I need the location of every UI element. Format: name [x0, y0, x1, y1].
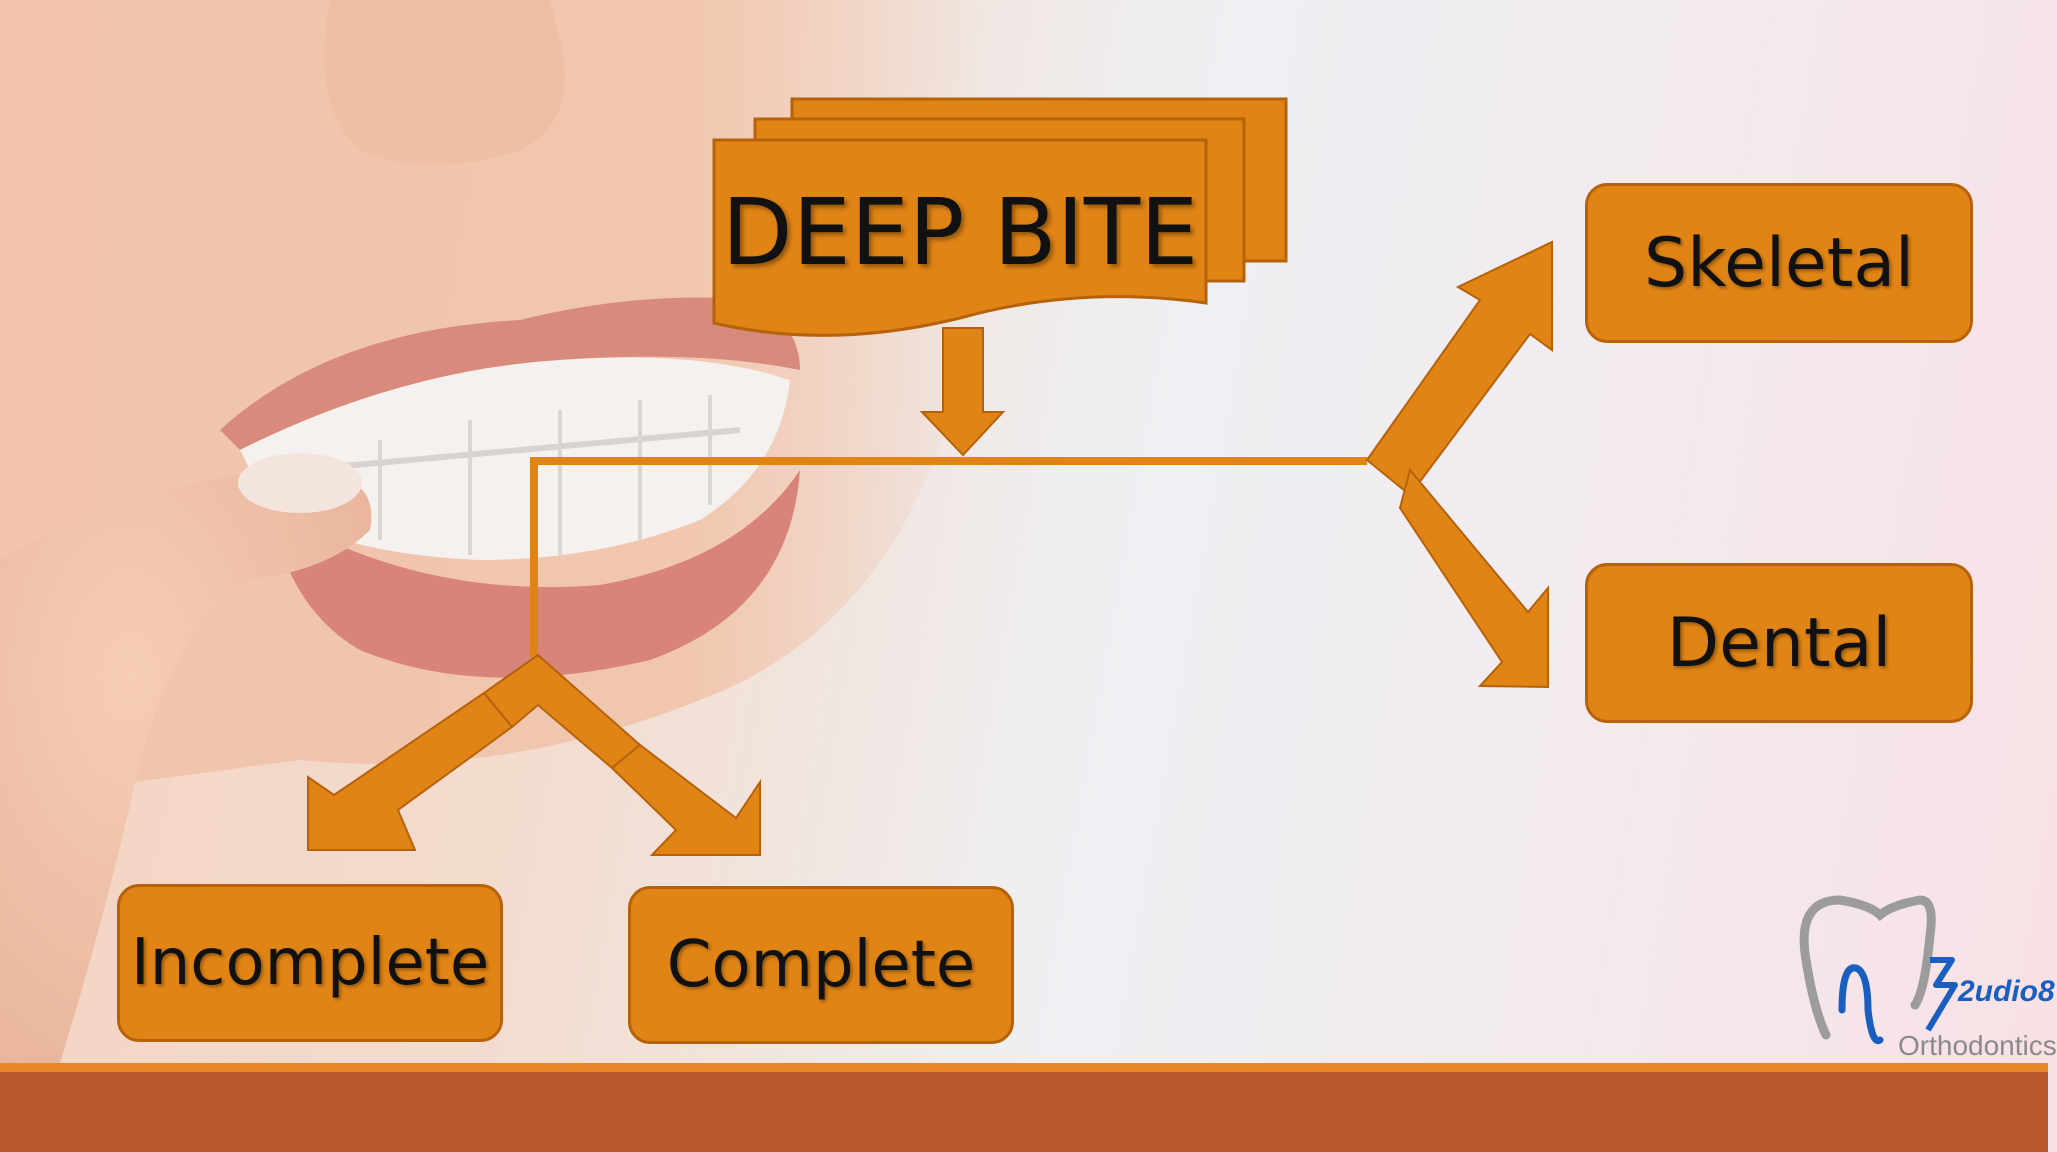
logo-mark: 2udio8	[1958, 975, 2055, 1008]
horizontal-connector	[530, 457, 1367, 465]
node-dental: Dental	[1585, 563, 1973, 723]
arrow-to-dental	[1398, 467, 1549, 689]
arrow-to-incomplete	[307, 691, 514, 851]
arrow-to-complete	[610, 743, 761, 856]
vertical-connector	[530, 457, 538, 657]
diagram-title: DEEP BITE	[721, 179, 1199, 286]
node-skeletal: Skeletal	[1585, 183, 1973, 343]
footer-bar	[0, 1072, 2048, 1152]
logo-name: Orthodontics	[1898, 1030, 2057, 1061]
node-complete: Complete	[628, 886, 1014, 1044]
title-box	[712, 138, 1208, 337]
down-arrow	[919, 327, 1006, 457]
node-incomplete: Incomplete	[117, 884, 503, 1042]
footer-line	[0, 1063, 2048, 1072]
arrow-to-skeletal	[1365, 240, 1553, 497]
